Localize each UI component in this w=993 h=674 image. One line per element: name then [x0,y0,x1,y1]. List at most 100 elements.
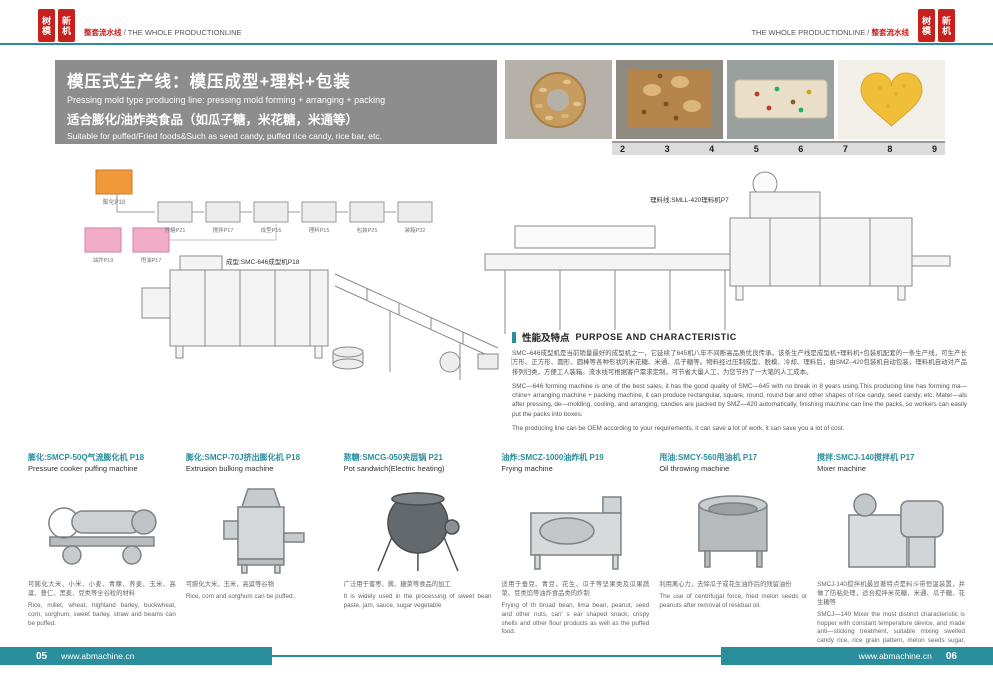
flow-box-deoiling [132,227,170,253]
flow-caption: 理料P15 [309,226,330,234]
header-right-en: THE WHOLE PRODUCTIONLINE / [751,28,870,37]
photo-seed-ring-candy [505,60,612,139]
page-title: 模压式生产线：模压成型+理料+包装 [67,73,351,91]
header-right-caption: THE WHOLE PRODUCTIONLINE / 整套流水线 [751,27,909,38]
product-desc-en: Frying of th broad bean, lima bean, pean… [501,602,650,636]
flow-caption: 成型P16 [261,226,282,234]
footer-right: www.abmachine.cn 06 [721,647,993,665]
purpose-paragraph-cn: SMC–646成型机是当前销量最好的成型机之一，它延续了645机八年不间断高品质… [512,350,967,376]
purpose-title-cn: 性能及特点 [522,333,570,344]
header-divider [0,43,993,45]
product-title-en: Extrusion bulking machine [185,464,274,473]
product-desc-en: The use of centrifugal force, fried melo… [659,593,808,609]
flow-box [397,201,433,223]
page-number-left: 05 [36,650,48,662]
header-left-en: / THE WHOLE PRODUCTIONLINE [123,28,242,37]
product-title-cn: 膨化:SMCP-50Q气流膨化机 P18 [28,453,145,462]
flow-caption: 搅拌P17 [213,226,234,234]
flow-box [253,201,289,223]
flow-box [205,201,241,223]
product-desc-cn: 适用于蚕豆、青豆、花生、瓜子等坚果类及瓜果蔬菜、豆类馅等油炸食品类的炸制 [501,581,650,598]
ruler-number: 4 [709,144,715,154]
ruler-number: 9 [931,144,937,154]
page-number-right: 06 [945,650,957,662]
product-title-cn: 搅拌:SMCJ-140搅拌机 P17 [817,453,915,462]
product-title-cn: 油炸:SMCZ-1000油炸机 P19 [501,453,604,462]
product-photo [817,475,965,577]
flow-box [349,201,385,223]
brand-stamp-icon: 树模 [38,9,55,42]
purpose-section: 性能及特点 PURPOSE AND CHARACTERISTIC SMC–646… [512,330,967,434]
brand-stamp-icon: 新机 [938,9,955,42]
brand-stamp-icon: 树模 [918,9,935,42]
product-desc-en: It is widely used in the processing of s… [343,593,492,609]
product-photo [501,475,649,577]
product-title-cn: 膨化:SMCP-70J挤出膨化机 P18 [185,453,301,462]
page-title-en: Pressing mold type producing line: press… [67,95,386,105]
ruler-number: 7 [842,144,848,154]
product-photo [659,475,807,577]
title-accent-bar [512,331,516,343]
product-deoiling-machine: 甩油:SMCY-560甩油机 P17 Oil throwing machine … [659,453,807,655]
page-title-block: 模压式生产线：模压成型+理料+包装 Pressing mold type pro… [55,60,497,144]
product-extrusion-machine: 膨化:SMCP-70J挤出膨化机 P18 Extrusion bulking m… [186,453,334,655]
flow-caption: 装箱P32 [405,226,426,234]
purpose-paragraph-en2: The producing line can be OEM according … [512,424,845,432]
product-desc-cn: 可膨化大米，玉米，高粱等谷物 [185,581,274,589]
product-desc-en: Rice, corn and sorghum can be puffed.. [185,593,296,601]
forming-machine-label: 成型:SMC-646成型机P18 [226,257,300,266]
website-url[interactable]: www.abmachine.cn [858,651,932,661]
website-url[interactable]: www.abmachine.cn [61,651,135,661]
flow-box [157,201,193,223]
photo-heart-millet-candy [838,60,945,139]
header-left-caption: 整套流水线 / THE WHOLE PRODUCTIONLINE [84,27,242,38]
footer-divider [0,655,993,657]
product-desc-cn: 可膨化大米、小米、小麦、青稞、荞麦、玉米、高粱、薏仁、黑麦、豆类等全谷粒的材料 [28,581,176,598]
food-photo-strip [505,60,945,139]
page-subtitle-en: Suitable for puffed/Fried foods&Such as … [67,131,383,141]
ruler-number: 2 [620,144,626,154]
production-line-diagram: 膨化P18 熬糖P21 搅拌P17 成型P16 理料P15 包装P25 装箱P3… [84,169,951,380]
page-subtitle: 适合膨化/油炸类食品（如瓜子糖，米花糖，米通等） [67,113,358,127]
ruler-number: 6 [798,144,804,154]
purpose-paragraph-en: SMC—646 forming machine is one of the be… [512,382,967,418]
product-title-cn: 甩油:SMCY-560甩油机 P17 [659,453,758,462]
flow-caption: 膨化P18 [103,198,126,206]
ruler-number: 3 [664,144,670,154]
product-photo [344,475,492,577]
ruler-number: 8 [887,144,893,154]
flow-caption: 油炸P19 [93,256,114,264]
flow-caption: 甩油P17 [141,256,162,264]
header-right-cn: 整套流水线 [871,28,910,37]
purpose-title: 性能及特点 PURPOSE AND CHARACTERISTIC [512,330,967,344]
product-desc-cn: 广泛用于蜜枣、酱、糖菜等食品的加工 [343,581,451,589]
product-desc-cn: SMCJ-140搅拌机最显著特点是料斗带恒温装置，并做了防粘处理，适合搅拌米花糖… [817,581,965,606]
purpose-title-en: PURPOSE AND CHARACTERISTIC [575,332,737,342]
product-photo [28,475,176,577]
product-frying-machine: 油炸:SMCZ-1000油炸机 P19 Frying machine 适用于蚕豆… [501,453,649,655]
product-desc-cn: 利用离心力，去除瓜子或花生油炸后的残留油份 [659,581,792,589]
ruler-number: 5 [753,144,759,154]
header-left-cn: 整套流水线 [84,28,122,37]
product-title-en: Pot sandwich(Electric heating) [343,464,445,473]
product-title-en: Pressure cooker puffing machine [28,464,138,473]
product-mixer-machine: 搅拌:SMCJ-140搅拌机 P17 Mixer machine SMCJ-14… [817,453,965,655]
brand-stamp-icon: 新机 [58,9,75,42]
footer-left: 05 www.abmachine.cn [0,647,272,665]
flow-caption: 熬糖P21 [165,226,186,234]
photo-puffed-rice-bar [727,60,834,139]
packing-machine-label: 理料线:SMLL-420理料机P7 [650,195,729,204]
flow-box [301,201,337,223]
flow-caption: 包装P25 [357,226,378,234]
product-photo [186,475,334,577]
product-title-en: Oil throwing machine [659,464,730,473]
product-puffing-machine: 膨化:SMCP-50Q气流膨化机 P18 Pressure cooker puf… [28,453,176,655]
machine-catalog-row: 膨化:SMCP-50Q气流膨化机 P18 Pressure cooker puf… [28,453,965,655]
flow-box-frying [84,227,122,253]
ruler-strip: 2 3 4 5 6 7 8 9 [612,141,945,155]
photo-seed-candy-almonds [616,60,723,139]
flow-box-puffing [95,169,133,195]
product-desc-en: Rice, millet, wheat, highland barley, bu… [28,602,176,627]
product-title-en: Mixer machine [817,464,866,473]
